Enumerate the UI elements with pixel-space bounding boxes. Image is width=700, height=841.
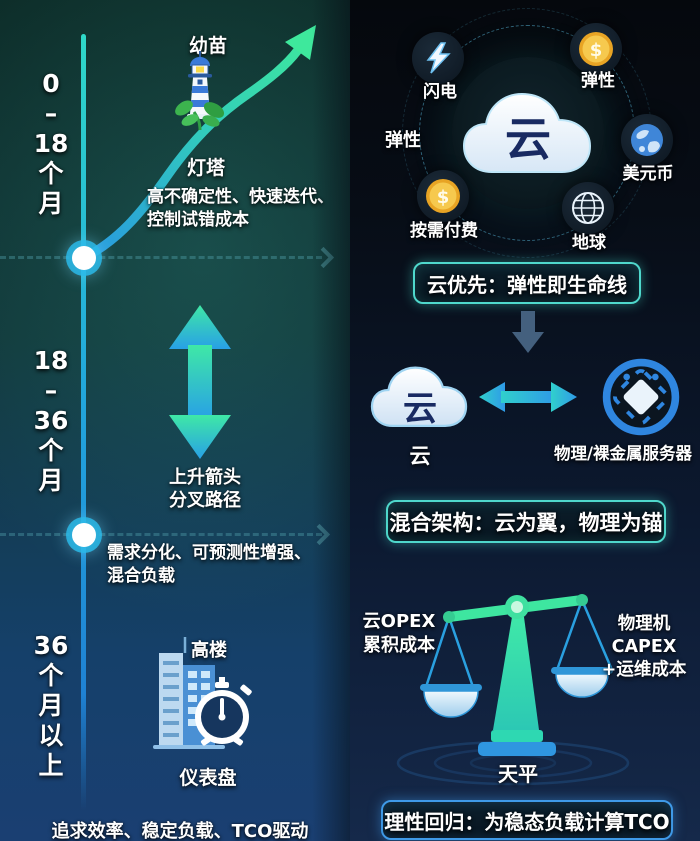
lightning-label: 闪电 bbox=[423, 82, 457, 102]
timeline-footer: 追求效率、稳定负载、TCO驱动 bbox=[51, 821, 309, 841]
timeline-panel: 0 – 18 个 月 幼苗 灯塔 高不确定性、快速迭代、 bbox=[0, 0, 350, 841]
bidirectional-arrow-icon bbox=[479, 382, 577, 412]
cloud-small-char: 云 bbox=[403, 389, 437, 429]
timeline-node-1 bbox=[72, 246, 96, 270]
dashed-arrow-icon-2 bbox=[308, 523, 331, 546]
banner-hybrid: 混合架构：云为翼，物理为锚 bbox=[386, 500, 666, 543]
lightning-icon bbox=[412, 32, 464, 84]
period-label-36-plus: 36 个 月 以 上 bbox=[33, 631, 69, 780]
building-caption: 高楼 bbox=[191, 640, 227, 661]
lighthouse-caption: 灯塔 bbox=[186, 157, 225, 179]
cloud-center-char: 云 bbox=[505, 112, 551, 166]
scale-caption: 天平 bbox=[498, 762, 538, 786]
svg-text:$: $ bbox=[437, 187, 450, 208]
dashed-connector-1 bbox=[0, 256, 322, 259]
dashboard-caption: 仪表盘 bbox=[179, 767, 237, 789]
server-icon bbox=[602, 358, 680, 436]
scale-right-label: 物理机CAPEX +运维成本 bbox=[601, 614, 687, 680]
lighthouse-seedling-icon bbox=[175, 51, 225, 131]
updown-arrow-caption: 上升箭头 分叉路径 bbox=[169, 467, 241, 511]
down-arrow-icon bbox=[512, 311, 544, 353]
scale-left-label: 云OPEX 累积成本 bbox=[362, 611, 436, 656]
growth-curve-icon bbox=[79, 25, 316, 263]
coin-bl-label: 按需付费 bbox=[410, 221, 478, 241]
elastic-float-label: 弹性 bbox=[385, 130, 421, 151]
globe-icon bbox=[621, 114, 673, 166]
updown-arrow-icon bbox=[169, 305, 231, 459]
period-label-0-18: 0 – 18 个 月 bbox=[33, 69, 69, 218]
cloud-icon bbox=[462, 92, 592, 173]
earth-icon bbox=[562, 182, 614, 234]
svg-text:$: $ bbox=[590, 40, 603, 61]
cloud-small-label: 云 bbox=[409, 444, 431, 468]
seedling-caption: 幼苗 bbox=[188, 35, 227, 57]
coin-tr-label: 弹性 bbox=[581, 71, 615, 91]
coin-icon-payg: $ bbox=[417, 170, 469, 222]
balance-scale-icon bbox=[396, 594, 630, 786]
earth-label: 地球 bbox=[572, 233, 606, 253]
dashed-arrow-icon-1 bbox=[312, 246, 335, 269]
server-label: 物理/裸金属服务器 bbox=[553, 444, 693, 463]
timeline-node-2 bbox=[72, 523, 96, 547]
stage1-description: 高不确定性、快速迭代、 控制试错成本 bbox=[147, 187, 334, 230]
period-label-18-36: 18 – 36 个 月 bbox=[33, 346, 69, 495]
stage2-description: 需求分化、可预测性增强、 混合负载 bbox=[107, 543, 311, 586]
coin-icon-elastic: $ bbox=[570, 23, 622, 75]
globe-label: 美元币 bbox=[622, 164, 674, 184]
dashed-connector-2 bbox=[0, 533, 322, 536]
building-stopwatch-icon bbox=[153, 637, 252, 749]
banner-cloud-first: 云优先：弹性即生命线 bbox=[413, 262, 641, 304]
cloud-small-icon bbox=[370, 366, 468, 427]
banner-tco: 理性回归：为稳态负载计算TCO bbox=[381, 800, 673, 840]
timeline-line bbox=[81, 34, 86, 810]
